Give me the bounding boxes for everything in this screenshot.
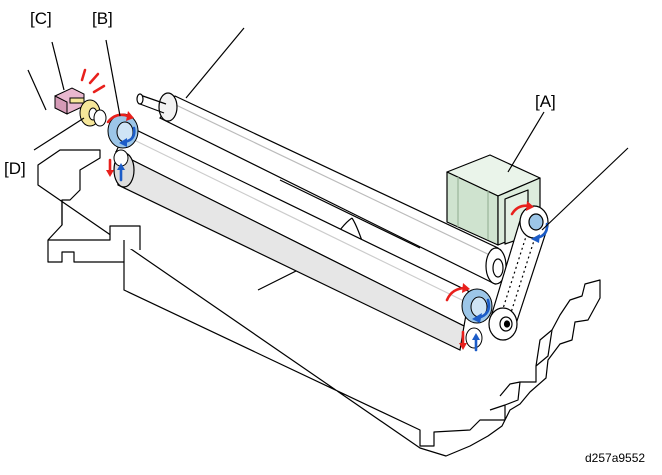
feeler-icon (79, 99, 107, 127)
motor-icon (446, 154, 541, 246)
label-a: [A] (535, 92, 556, 111)
signal-rays (80, 68, 106, 94)
label-b: [B] (92, 9, 113, 28)
unit-frame (37, 149, 601, 457)
belt-icon (488, 205, 549, 341)
figure-id: d257a9552 (585, 451, 646, 465)
rotation-arrow-icon (106, 111, 549, 352)
label-c: [C] (30, 9, 52, 28)
leader-lines (27, 27, 629, 231)
label-d: [D] (4, 159, 26, 178)
back-roller (136, 92, 507, 285)
sensor-icon (54, 87, 85, 115)
